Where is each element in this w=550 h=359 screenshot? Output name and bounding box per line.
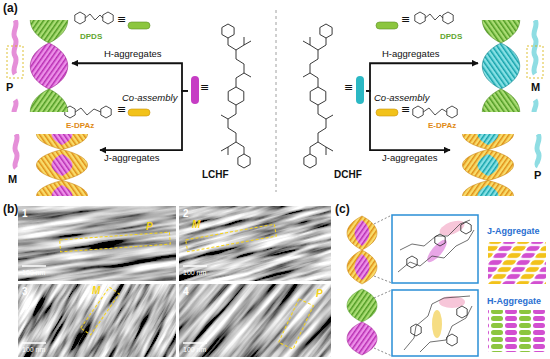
aggregate-label: H-Aggregate (487, 297, 541, 306)
molecule-drawing (290, 10, 366, 182)
process-label: Co-assembly (122, 93, 177, 103)
chirality-label: P (146, 222, 153, 232)
helix-node: M (4, 134, 100, 196)
helix-drawing (478, 20, 546, 112)
process-label: Co-assembly (374, 93, 429, 103)
panel-label: (a) (3, 2, 18, 14)
molecule-node: DCHF (290, 10, 366, 182)
edge-label: J-aggregates (382, 153, 437, 163)
helix-drawing (4, 134, 100, 196)
helix-drawing (450, 134, 546, 196)
equiv-sign: ≡ (401, 14, 410, 25)
process-arrow (366, 63, 478, 91)
equiv-sign: ≡ (401, 104, 410, 115)
node-text: M (531, 82, 540, 93)
scale-label: 100 nm (183, 269, 206, 276)
node-text: P (6, 82, 13, 93)
equiv-sign: ≡ (344, 82, 353, 93)
helix-drawing (4, 20, 72, 112)
image-number: 2 (183, 209, 189, 219)
molecule-drawing (188, 10, 264, 182)
edge-label: J-aggregates (104, 153, 159, 163)
equiv-sign: ≡ (117, 104, 126, 115)
edge-label: H-aggregates (104, 49, 162, 59)
helix-node: P (4, 20, 72, 112)
molecule-name: E-DPAz (66, 122, 94, 130)
image-number: 1 (22, 209, 28, 219)
scale-label: 100 nm (22, 269, 45, 276)
image-number: 4 (183, 287, 189, 297)
molecule-name: E-DPAz (428, 122, 456, 130)
process-arrow (366, 91, 450, 150)
chirality-label: P (316, 289, 323, 299)
helix-node: P (450, 134, 546, 196)
helix-node: M (478, 20, 546, 112)
molecule-name: DPDS (440, 33, 462, 41)
process-arrow (100, 91, 188, 150)
node-text: M (8, 174, 17, 185)
image-number: 3 (22, 287, 28, 297)
chirality-label: M (92, 286, 100, 296)
node-text: DCHF (334, 170, 362, 180)
molecule-name: DPDS (80, 33, 102, 41)
equiv-sign: ≡ (117, 14, 126, 25)
edge-label: H-aggregates (382, 49, 440, 59)
node-text: LCHF (202, 170, 229, 180)
chirality-label: M (192, 220, 200, 230)
panel-label: (b) (3, 203, 18, 215)
node-text: P (534, 170, 541, 181)
process-arrow (72, 63, 188, 91)
scale-label: 100 nm (183, 346, 206, 353)
equiv-sign: ≡ (200, 82, 209, 93)
panel-label: (c) (335, 203, 350, 215)
aggregate-label: J-Aggregate (487, 227, 540, 236)
molecule-node: LCHF (188, 10, 264, 182)
scale-label: 100 nm (22, 346, 45, 353)
